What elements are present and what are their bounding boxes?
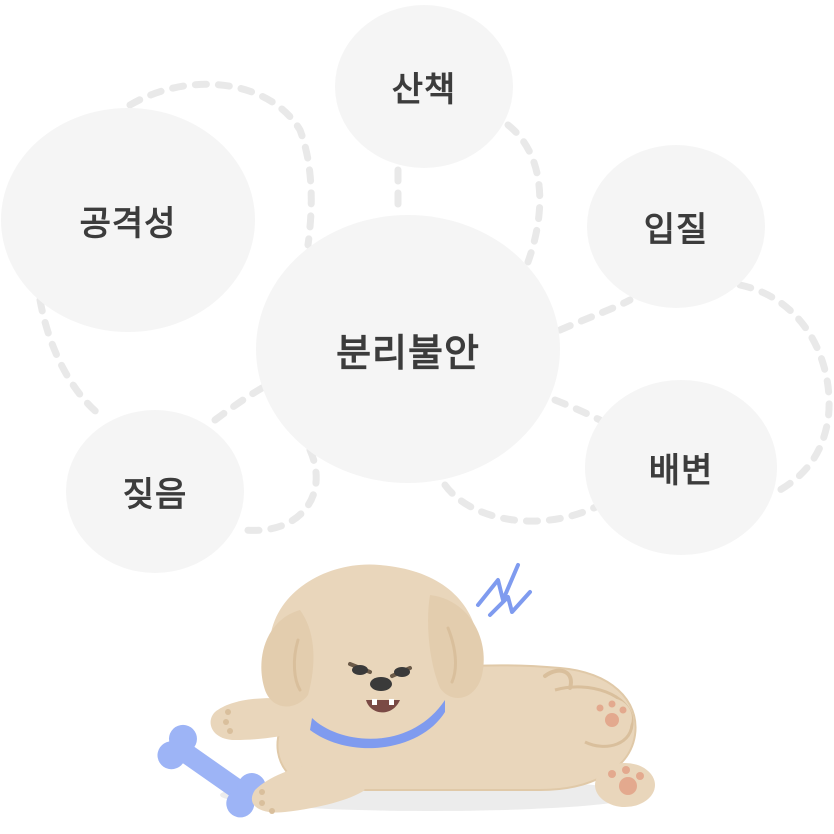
dog-ear-right [428,595,484,698]
bubble-label-bark: 짖음 [122,475,188,515]
dog-ear-left [261,610,314,707]
bubble-label-separation-anxiety: 분리불안 [336,330,480,375]
bone-toy [157,724,266,818]
bubble-separation-anxiety: 분리불안 [256,215,560,483]
dog-nose [370,677,392,691]
dog-tail [543,668,573,690]
bubble-aggression: 공격성 [1,108,255,332]
bubble-label-potty: 배변 [648,451,714,491]
bubble-admission: 입질 [587,145,765,308]
bubble-bark: 짖음 [66,410,244,573]
bubble-label-walk: 산책 [391,70,457,110]
angry-mark-icon [476,563,520,607]
bubble-potty: 배변 [585,380,777,555]
dog-collar [310,700,445,749]
angry-mark-icon-2 [488,590,532,617]
dog-head [269,564,481,749]
bubble-label-admission: 입질 [643,210,709,250]
dog-eye-right [394,667,410,677]
dog-front-leg-right [251,760,365,813]
bubble-label-aggression: 공격성 [79,203,177,244]
dog-eye-left [352,665,368,675]
dog-front-leg-left [210,698,305,740]
bubble-walk: 산책 [335,5,513,168]
